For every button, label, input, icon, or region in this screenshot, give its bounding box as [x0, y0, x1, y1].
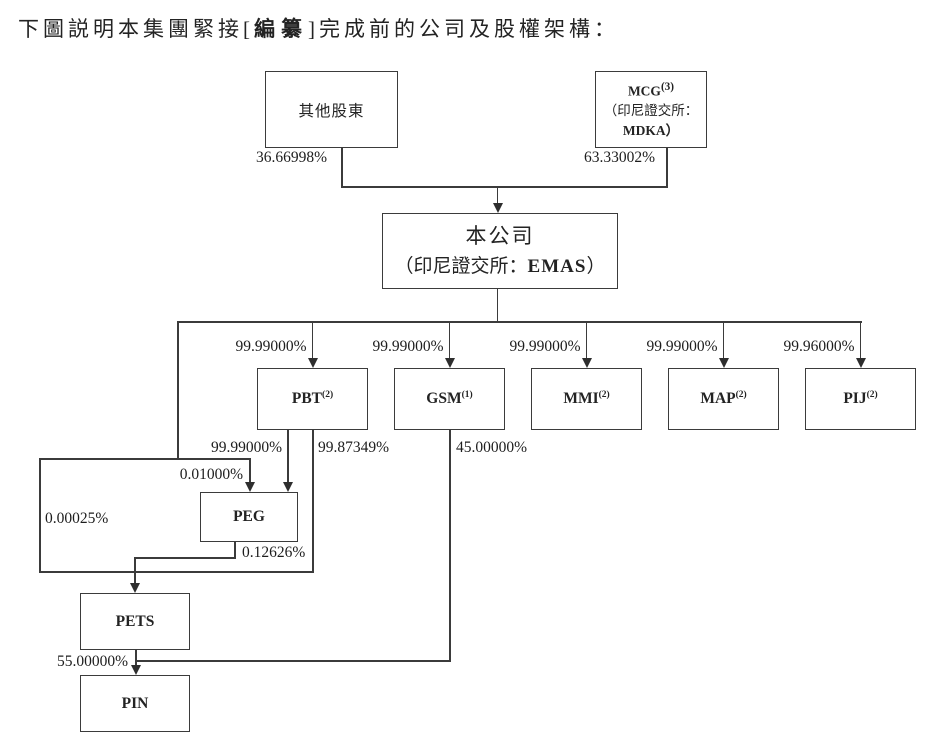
node-company-content: 本公司 （印尼證交所：EMAS）	[395, 221, 606, 281]
node-mmi-label: MMI(2)	[563, 390, 609, 408]
node-map-footnote: (2)	[735, 389, 747, 400]
connector-peg-horizontal	[134, 557, 236, 559]
connector-pets-merge-bar	[39, 571, 314, 573]
caption-emphasis: 編纂	[254, 17, 308, 41]
node-pets: PETS	[80, 593, 190, 650]
node-gsm-label: GSM(1)	[426, 390, 472, 408]
node-pbt: PBT(2)	[257, 368, 368, 430]
connector-into-pij	[859, 322, 862, 360]
connector-gsm-down	[449, 430, 451, 662]
connector-pets-into-pin	[135, 650, 137, 666]
node-gsm-footnote: (1)	[461, 389, 473, 400]
node-peg-label: PEG	[233, 508, 265, 525]
node-mcg: MCG(3) （印尼證交所： MDKA）	[595, 71, 707, 148]
node-map-label: MAP(2)	[700, 390, 746, 408]
node-company-name: 本公司	[465, 224, 535, 248]
pct-other-to-company: 36.66998%	[255, 149, 327, 166]
connector-distribution-bar	[177, 321, 862, 323]
node-company-listing-prefix: （印尼證交所：	[394, 255, 528, 277]
connector-company-into-peg	[249, 459, 251, 483]
pct-company-to-map: 99.99000%	[646, 338, 718, 355]
arrowhead-into-pin	[131, 665, 141, 675]
node-company: 本公司 （印尼證交所：EMAS）	[382, 213, 618, 289]
node-pbt-name: PBT	[291, 390, 323, 407]
node-pbt-footnote: (2)	[322, 389, 334, 400]
arrowhead-company-into-peg	[245, 482, 255, 492]
pct-pets-to-pin: 55.00000%	[56, 653, 128, 670]
node-company-listing: （印尼證交所：EMAS）	[395, 253, 606, 282]
node-other-shareholders: 其他股東	[265, 71, 398, 148]
pct-pbt-to-pets: 99.87349%	[318, 439, 390, 456]
connector-othershareholders-down	[341, 148, 343, 188]
arrowhead-into-pbt	[307, 358, 318, 368]
pct-pbt-to-peg: 99.99000%	[210, 439, 282, 456]
connector-into-company	[496, 187, 499, 204]
node-peg: PEG	[200, 492, 298, 542]
pct-company-to-mmi: 99.99000%	[509, 338, 581, 355]
arrowhead-into-pets	[130, 583, 140, 593]
connector-into-gsm	[448, 322, 451, 360]
node-pin: PIN	[80, 675, 190, 732]
connector-peg-down	[234, 542, 236, 559]
arrowhead-into-gsm	[444, 358, 455, 368]
pct-mcg-to-company: 63.33002%	[583, 149, 655, 166]
pct-gsm-to-pin: 45.00000%	[456, 439, 528, 456]
connector-gsm-horizontal	[135, 660, 451, 662]
node-mcg-content: MCG(3) （印尼證交所： MDKA）	[604, 79, 699, 140]
pct-company-to-pij: 99.96000%	[783, 338, 855, 355]
node-pbt-label: PBT(2)	[292, 390, 333, 408]
arrowhead-pbt-into-peg	[283, 482, 293, 492]
node-mmi-name: MMI	[563, 390, 599, 407]
connector-company-down	[496, 289, 499, 323]
caption-prefix: 下圖説明本集團緊接[	[18, 17, 254, 41]
node-company-ticker: EMAS	[527, 255, 587, 277]
connector-into-map	[722, 322, 725, 360]
node-gsm-name: GSM	[426, 390, 462, 407]
connector-pbt-into-pets	[312, 430, 314, 573]
node-pij-footnote: (2)	[866, 389, 878, 400]
connector-pbt-into-peg	[287, 430, 289, 483]
node-pin-label: PIN	[121, 694, 149, 712]
arrowhead-into-company	[492, 203, 503, 213]
arrowhead-into-mmi	[581, 358, 592, 368]
connector-top-merge	[341, 186, 668, 188]
connector-company-pets-left	[39, 459, 41, 573]
caption-suffix: ]完成前的公司及股權架構：	[308, 17, 619, 41]
arrowhead-into-map	[718, 358, 729, 368]
node-other-shareholders-label: 其他股東	[298, 102, 365, 120]
node-mcg-footnote: (3)	[660, 80, 675, 93]
node-mcg-name-line: MCG(3)	[604, 79, 699, 101]
node-mmi: MMI(2)	[531, 368, 642, 430]
pct-company-to-pbt: 99.99000%	[235, 338, 307, 355]
arrowhead-into-pij	[855, 358, 866, 368]
pct-company-to-peg: 0.01000%	[179, 466, 243, 483]
node-map: MAP(2)	[668, 368, 779, 430]
node-pets-label: PETS	[115, 612, 155, 630]
node-gsm: GSM(1)	[394, 368, 505, 430]
pct-company-to-gsm: 99.99000%	[372, 338, 444, 355]
node-mcg-listing-line1: （印尼證交所：	[603, 102, 699, 118]
connector-branch-horizontal	[39, 458, 251, 460]
pct-company-to-pets: 0.00025%	[45, 510, 109, 527]
node-pij-label: PIJ(2)	[843, 390, 877, 408]
node-pij: PIJ(2)	[805, 368, 916, 430]
node-map-name: MAP	[700, 390, 736, 407]
pct-peg-to-pets: 0.12626%	[242, 544, 306, 561]
connector-into-mmi	[585, 322, 588, 360]
connector-mcg-down	[666, 148, 668, 188]
node-pij-name: PIJ	[843, 390, 867, 407]
node-mcg-name: MCG	[627, 83, 661, 99]
connector-company-left-branch	[177, 322, 179, 460]
connector-into-pets	[134, 558, 136, 584]
node-mmi-footnote: (2)	[598, 389, 610, 400]
node-mcg-listing-line2: MDKA）	[622, 122, 680, 138]
connector-into-pbt	[311, 322, 314, 360]
node-company-listing-suffix: ）	[586, 255, 606, 277]
diagram-caption: 下圖説明本集團緊接[編纂]完成前的公司及股權架構：	[18, 13, 619, 43]
